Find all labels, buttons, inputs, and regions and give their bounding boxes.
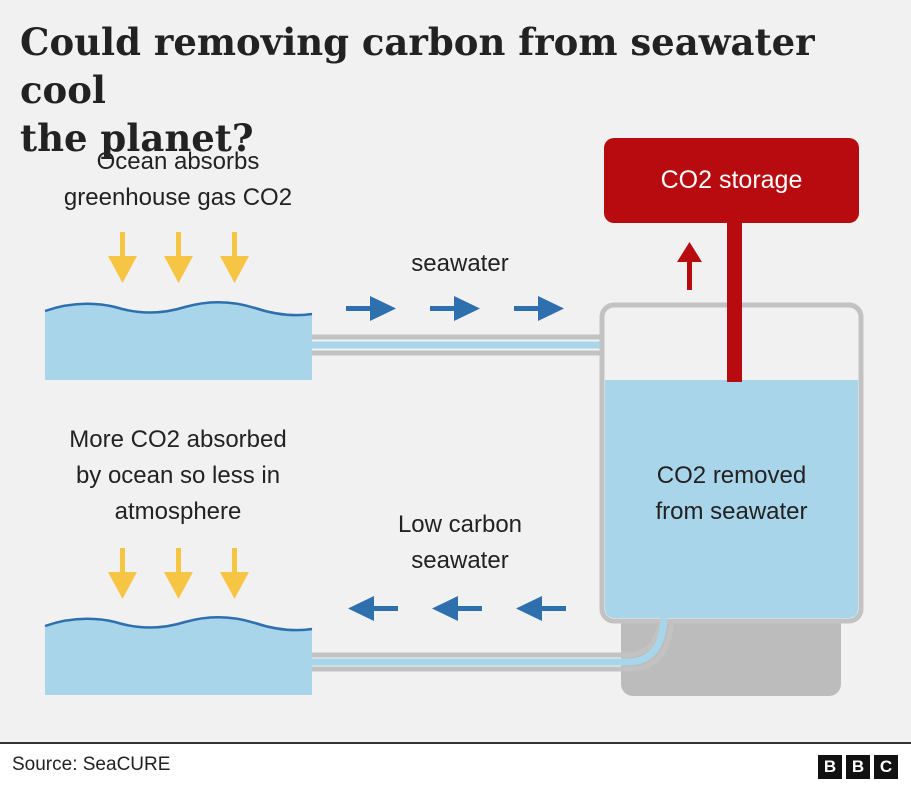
storage-pipe <box>727 222 742 382</box>
page-title: Could removing carbon from seawater cool… <box>20 20 815 160</box>
source-credit: Source: SeaCURE <box>12 754 171 775</box>
yellow-down-arrow <box>164 548 193 599</box>
bbc-logo: B B C <box>818 755 898 779</box>
blue-left-arrow <box>432 596 482 621</box>
ocean-absorbs-label: Ocean absorbs greenhouse gas CO2 <box>63 148 293 211</box>
logo-letter: C <box>874 755 898 779</box>
tank-water <box>605 380 858 618</box>
seawater-label: seawater <box>411 250 509 277</box>
return-pipe-grey <box>312 619 663 658</box>
blue-left-arrow <box>516 596 566 621</box>
return-pipe-grey-lower <box>312 619 675 672</box>
yellow-arrows-top <box>108 232 249 283</box>
blue-left-arrow <box>348 596 398 621</box>
yellow-arrows-bottom <box>108 548 249 599</box>
tank-base <box>621 600 841 696</box>
return-pipe-water <box>312 617 668 666</box>
bottom-ocean <box>45 617 312 695</box>
yellow-down-arrow <box>164 232 193 283</box>
bottom-ocean-wave-line <box>44 616 313 632</box>
top-ocean <box>45 302 312 380</box>
yellow-down-arrow <box>108 232 137 283</box>
co2-removed-label: CO2 removed from seawater <box>655 462 808 525</box>
red-up-arrow <box>677 242 702 290</box>
blue-right-arrow <box>430 296 480 321</box>
footer-divider <box>0 742 911 744</box>
blue-right-arrows <box>346 296 564 321</box>
blue-right-arrow <box>346 296 396 321</box>
yellow-down-arrow <box>108 548 137 599</box>
yellow-down-arrow <box>220 232 249 283</box>
logo-letter: B <box>818 755 842 779</box>
blue-right-arrow <box>514 296 564 321</box>
top-ocean-wave-line <box>44 301 313 317</box>
yellow-down-arrow <box>220 548 249 599</box>
more-co2-label: More CO2 absorbed by ocean so less in at… <box>69 426 287 525</box>
logo-letter: B <box>846 755 870 779</box>
low-carbon-label: Low carbon seawater <box>397 511 523 574</box>
process-diagram <box>44 222 864 696</box>
blue-left-arrows <box>348 596 566 621</box>
co2-storage-box: CO2 storage <box>604 138 859 223</box>
